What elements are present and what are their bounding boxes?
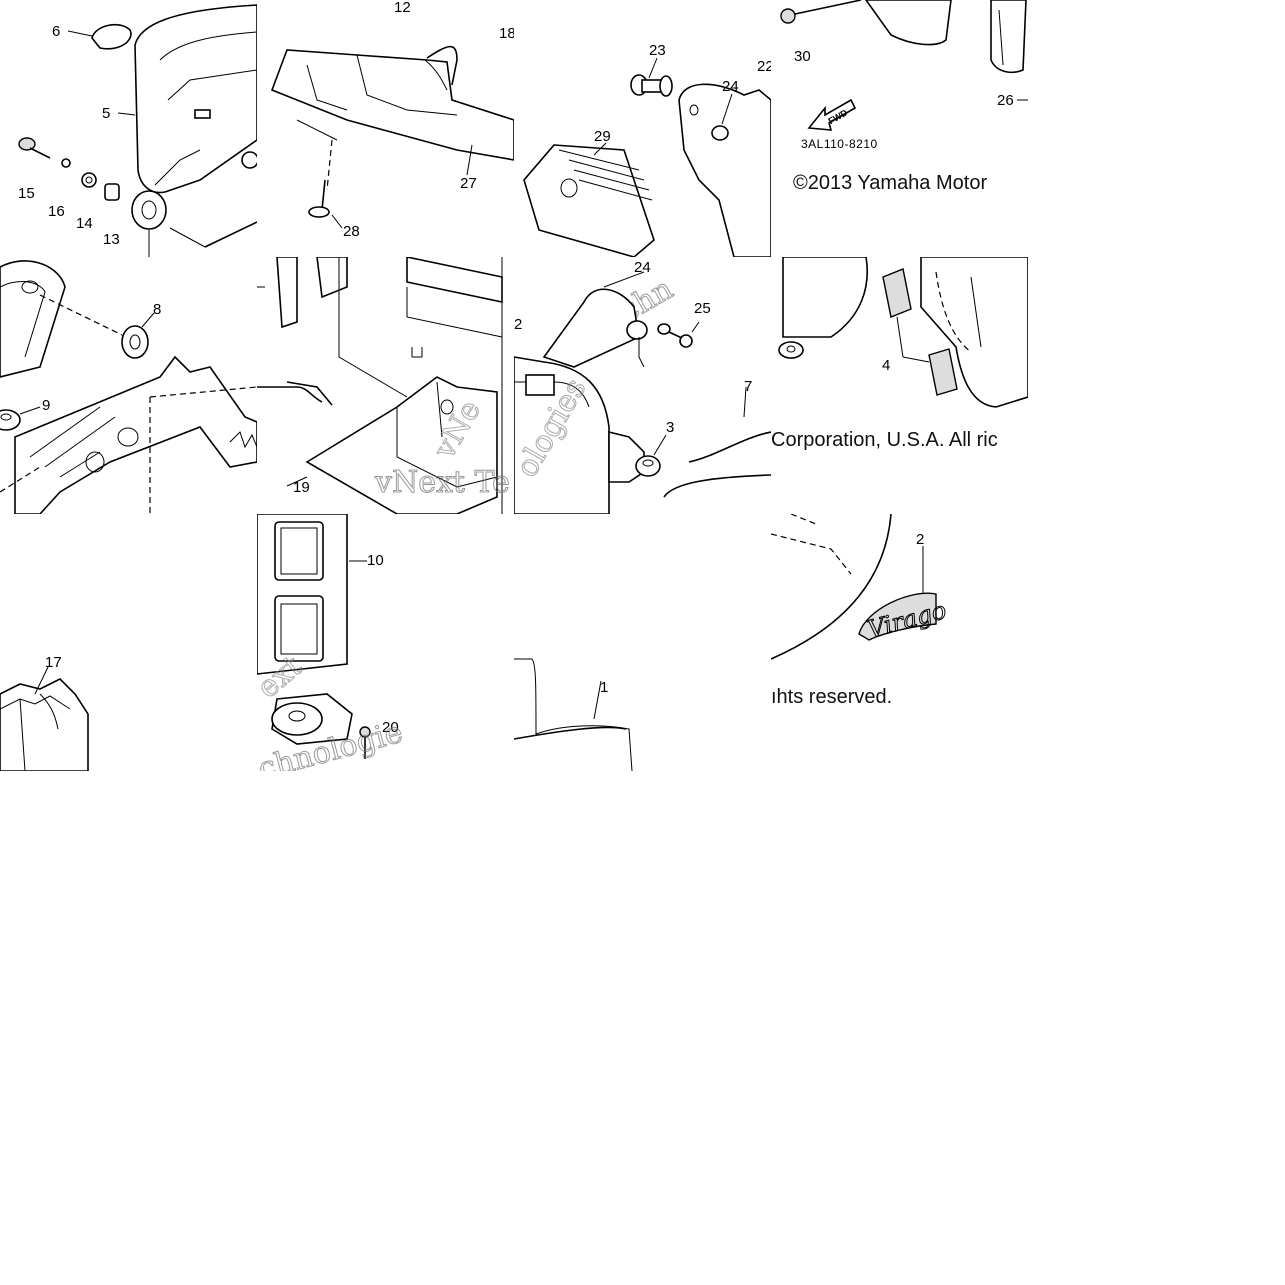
copyright-line-1: ©2013 Yamaha Motor bbox=[793, 172, 988, 194]
copyright-line-3: ıhts reserved. bbox=[771, 686, 893, 708]
callout-25: 25 bbox=[694, 300, 711, 317]
tile-bracket-24: 23 24 22 29 bbox=[514, 0, 771, 257]
fwd-arrow-icon: FWD bbox=[807, 98, 857, 131]
bolt-23 bbox=[630, 74, 673, 97]
callout-19: 19 bbox=[293, 479, 310, 496]
callout-4: 4 bbox=[882, 357, 890, 374]
tile-side-cover-grommets: 6 5 15 16 14 13 bbox=[0, 0, 257, 257]
watermark-text-a: vNext Te bbox=[374, 465, 510, 500]
callout-10: 10 bbox=[367, 552, 384, 569]
callout-17: 17 bbox=[45, 654, 62, 671]
bolt-30 bbox=[780, 0, 862, 24]
bolt-15 bbox=[18, 137, 51, 159]
callout-2b: 2 bbox=[916, 531, 924, 548]
copyright-line-2: Corporation, U.S.A. All ric bbox=[771, 429, 998, 451]
callout-15: 15 bbox=[18, 185, 35, 202]
callout-6: 6 bbox=[52, 23, 60, 40]
callout-3: 3 bbox=[666, 419, 674, 436]
callout-13: 13 bbox=[103, 231, 120, 248]
diagram-code: 3AL110-8210 bbox=[801, 137, 878, 151]
callout-22: 22 bbox=[757, 58, 771, 75]
virago-emblem-icon: Virago bbox=[858, 592, 950, 644]
bolt-25 bbox=[657, 323, 693, 348]
callout-27: 27 bbox=[460, 175, 477, 192]
tile-battery-band: 17 bbox=[0, 514, 257, 771]
callout-12: 12 bbox=[394, 0, 411, 16]
callout-28: 28 bbox=[343, 223, 360, 240]
callout-23: 23 bbox=[649, 42, 666, 59]
callout-7: 7 bbox=[744, 378, 752, 395]
callout-8: 8 bbox=[153, 301, 161, 318]
bolt-20 bbox=[359, 726, 371, 759]
callout-26: 26 bbox=[997, 92, 1014, 109]
callout-18: 18 bbox=[499, 25, 514, 42]
tile-plate-10: 10 20 ext chnologie bbox=[257, 514, 514, 771]
tile-fwd-code: 30 26 FWD 3AL110-8210 ©2013 Yamaha Motor bbox=[771, 0, 1028, 257]
callout-20: 20 bbox=[382, 719, 399, 736]
tile-bracket-27: 12 18 28 27 bbox=[257, 0, 514, 257]
callout-1: 1 bbox=[600, 679, 608, 696]
tile-fender-pads: 4 Corporation, U.S.A. All ric bbox=[771, 257, 1028, 514]
callout-24b: 24 bbox=[634, 259, 651, 276]
tile-battery-box: 8 9 bbox=[0, 257, 257, 514]
callout-9: 9 bbox=[42, 397, 50, 414]
tile-tail-light: Techn 24 25 2 3 bbox=[514, 257, 771, 514]
callout-5: 5 bbox=[102, 105, 110, 122]
callout-29: 29 bbox=[594, 128, 611, 145]
tile-battery-tray: 19 vNext Te vNe bbox=[257, 257, 514, 514]
callout-24a: 24 bbox=[722, 78, 739, 95]
tile-tail-cover: 1 bbox=[514, 514, 771, 771]
tile-emblem: 2 Virago ıhts reserved. bbox=[771, 514, 1028, 771]
callout-16: 16 bbox=[48, 203, 65, 220]
callout-14: 14 bbox=[76, 215, 93, 232]
callout-30: 30 bbox=[794, 48, 811, 65]
callout-2a: 2 bbox=[514, 316, 522, 333]
